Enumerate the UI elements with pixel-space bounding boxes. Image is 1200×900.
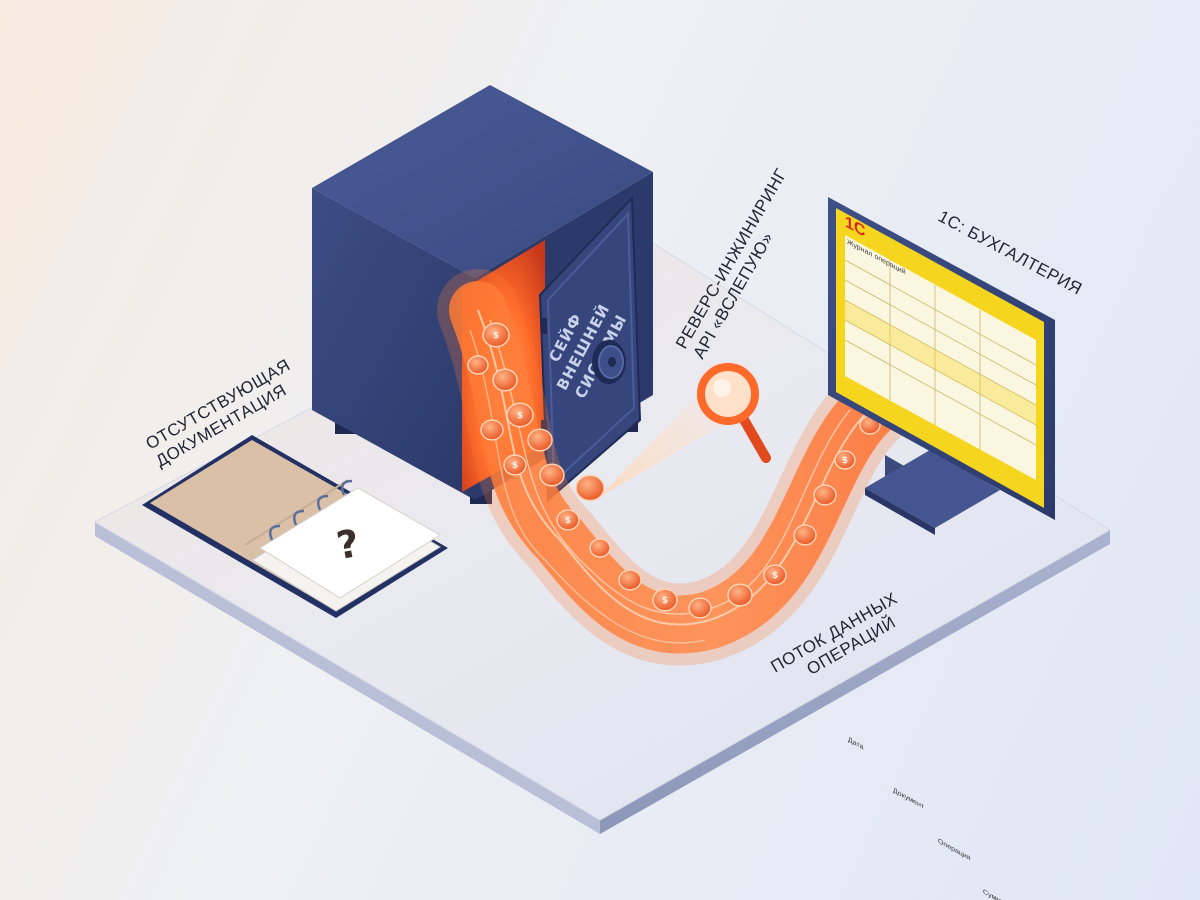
coin-symbol: $ xyxy=(517,411,523,421)
coin-icon: $ xyxy=(482,322,510,348)
magnifier-icon xyxy=(697,363,771,463)
coin-icon xyxy=(467,355,489,375)
coin-icon xyxy=(539,463,565,487)
coin-icon xyxy=(727,583,753,607)
coin-icon xyxy=(813,484,837,506)
notebook: ? xyxy=(142,435,448,618)
coin-symbol: $ xyxy=(662,596,668,606)
coin-icon xyxy=(527,428,553,452)
coin-icon xyxy=(492,368,518,392)
coin-symbol: $ xyxy=(772,571,778,581)
coin-icon: $ xyxy=(763,564,787,586)
coin-icon: $ xyxy=(834,450,856,470)
coin-icon xyxy=(618,569,642,591)
coin-symbol: $ xyxy=(565,516,571,526)
coin-icon: $ xyxy=(556,509,580,531)
spiral-rings xyxy=(269,479,353,541)
screen-cell-3: Сумма xyxy=(983,887,1006,900)
coin-symbol: $ xyxy=(512,461,518,471)
monitor: 1С Журнал операций Дата Документ Операци… xyxy=(828,197,1055,900)
coin-symbol: $ xyxy=(493,331,499,341)
coin-icon: $ xyxy=(652,588,678,612)
coin-symbol: $ xyxy=(842,456,848,466)
safe-dial-icon xyxy=(592,340,626,384)
coin-icon xyxy=(793,524,817,546)
screen-cell-1: Документ xyxy=(893,785,925,811)
coin-icon xyxy=(575,474,605,502)
coin-icon xyxy=(589,538,611,558)
screen-cell-0: Дата xyxy=(848,735,864,752)
coin-icon: $ xyxy=(503,454,527,476)
screen-cell-2: Операция xyxy=(938,836,971,862)
coin-icon: $ xyxy=(506,402,534,428)
coin-icon xyxy=(688,597,712,619)
coin-icon xyxy=(480,419,504,441)
